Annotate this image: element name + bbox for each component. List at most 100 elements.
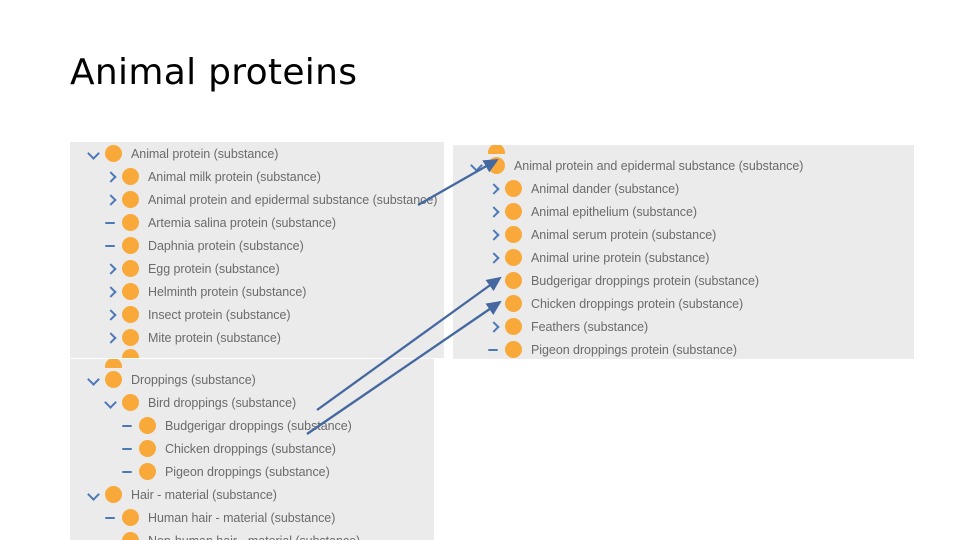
tree-row[interactable]: Helminth protein (substance) bbox=[70, 280, 444, 303]
chevron-right-icon[interactable] bbox=[103, 192, 119, 208]
dash-icon[interactable] bbox=[120, 418, 136, 434]
animal-protein-tree-panel: Animal protein (substance) Animal milk p… bbox=[70, 142, 444, 358]
tree-row[interactable]: Pigeon droppings protein (substance) bbox=[453, 338, 914, 359]
chevron-right-icon[interactable] bbox=[486, 204, 502, 220]
tree-row-label: Daphnia protein (substance) bbox=[148, 238, 304, 253]
tree-list: Droppings (substance) Bird droppings (su… bbox=[70, 359, 434, 540]
tree-row-animal-protein-epidermal[interactable]: Animal protein and epidermal substance (… bbox=[70, 188, 444, 211]
chevron-down-icon[interactable] bbox=[86, 487, 102, 503]
tree-row-label: Feathers (substance) bbox=[531, 319, 649, 334]
tree-row-label: Bird droppings (substance) bbox=[148, 395, 297, 410]
tree-row-label: Hair - material (substance) bbox=[131, 487, 277, 502]
tree-row-budgerigar-droppings-protein[interactable]: Budgerigar droppings protein (substance) bbox=[453, 269, 914, 292]
tree-row[interactable]: Egg protein (substance) bbox=[70, 257, 444, 280]
substance-bullet-icon bbox=[122, 532, 139, 540]
tree-row[interactable]: Artemia salina protein (substance) bbox=[70, 211, 444, 234]
substance-bullet-icon bbox=[505, 226, 522, 243]
dash-icon[interactable] bbox=[103, 510, 119, 526]
tree-row[interactable]: Animal protein (substance) bbox=[70, 142, 444, 165]
chevron-down-icon[interactable] bbox=[103, 395, 119, 411]
chevron-right-icon[interactable] bbox=[103, 169, 119, 185]
substance-bullet-icon bbox=[105, 486, 122, 503]
tree-row[interactable]: Daphnia protein (substance) bbox=[70, 234, 444, 257]
chevron-right-icon[interactable] bbox=[486, 319, 502, 335]
tree-row[interactable]: Droppings (substance) bbox=[70, 368, 434, 391]
chevron-down-icon[interactable] bbox=[469, 158, 485, 174]
tree-row-label: Budgerigar droppings protein (substance) bbox=[531, 273, 759, 288]
substance-bullet-icon bbox=[122, 306, 139, 323]
substance-bullet-icon bbox=[505, 180, 522, 197]
substance-bullet-icon bbox=[105, 359, 122, 368]
substance-bullet-icon bbox=[122, 329, 139, 346]
substance-bullet-icon bbox=[122, 168, 139, 185]
chevron-right-icon[interactable] bbox=[486, 250, 502, 266]
chevron-down-icon[interactable] bbox=[86, 146, 102, 162]
tree-list: Animal protein and epidermal substance (… bbox=[453, 145, 914, 359]
tree-row-label: Budgerigar droppings (substance) bbox=[165, 418, 352, 433]
dash-icon[interactable] bbox=[120, 441, 136, 457]
tree-row-label: Insect protein (substance) bbox=[148, 307, 291, 322]
substance-bullet-icon bbox=[105, 371, 122, 388]
substance-bullet-icon bbox=[122, 214, 139, 231]
tree-row-clipped bbox=[70, 349, 444, 358]
tree-row[interactable]: Animal urine protein (substance) bbox=[453, 246, 914, 269]
dash-icon[interactable] bbox=[103, 533, 119, 540]
dash-icon[interactable] bbox=[103, 215, 119, 231]
substance-bullet-icon bbox=[122, 237, 139, 254]
substance-bullet-icon bbox=[505, 249, 522, 266]
substance-bullet-icon bbox=[505, 295, 522, 312]
dash-icon[interactable] bbox=[486, 273, 502, 289]
tree-row-label: Animal epithelium (substance) bbox=[531, 204, 697, 219]
tree-row-budgerigar-droppings[interactable]: Budgerigar droppings (substance) bbox=[70, 414, 434, 437]
tree-row-label: Non-human hair - material (substance) bbox=[148, 534, 360, 540]
tree-row-animal-protein-epidermal[interactable]: Animal protein and epidermal substance (… bbox=[453, 154, 914, 177]
tree-row-label: Pigeon droppings protein (substance) bbox=[531, 342, 737, 357]
tree-row-label: Animal protein (substance) bbox=[131, 146, 279, 161]
tree-row[interactable]: Bird droppings (substance) bbox=[70, 391, 434, 414]
chevron-right-icon[interactable] bbox=[103, 330, 119, 346]
tree-row-clipped bbox=[70, 359, 434, 368]
tree-row[interactable]: Animal epithelium (substance) bbox=[453, 200, 914, 223]
substance-bullet-icon bbox=[122, 260, 139, 277]
tree-row[interactable]: Hair - material (substance) bbox=[70, 483, 434, 506]
tree-row[interactable]: Insect protein (substance) bbox=[70, 303, 444, 326]
tree-row-chicken-droppings-protein[interactable]: Chicken droppings protein (substance) bbox=[453, 292, 914, 315]
tree-row-label: Chicken droppings protein (substance) bbox=[531, 296, 744, 311]
tree-row[interactable]: Human hair - material (substance) bbox=[70, 506, 434, 529]
tree-row[interactable]: Mite protein (substance) bbox=[70, 326, 444, 349]
tree-row[interactable]: Animal milk protein (substance) bbox=[70, 165, 444, 188]
tree-row[interactable]: Feathers (substance) bbox=[453, 315, 914, 338]
tree-row-label: Animal serum protein (substance) bbox=[531, 227, 717, 242]
substance-bullet-icon bbox=[505, 318, 522, 335]
tree-row-label: Animal dander (substance) bbox=[531, 181, 680, 196]
epidermal-substance-tree-panel: Animal protein and epidermal substance (… bbox=[453, 145, 914, 359]
substance-bullet-icon bbox=[122, 394, 139, 411]
chevron-right-icon[interactable] bbox=[486, 227, 502, 243]
chevron-down-icon[interactable] bbox=[86, 372, 102, 388]
tree-row-label: Human hair - material (substance) bbox=[148, 510, 336, 525]
chevron-right-icon[interactable] bbox=[103, 261, 119, 277]
dash-icon[interactable] bbox=[486, 296, 502, 312]
dash-icon[interactable] bbox=[120, 464, 136, 480]
tree-row-label: Animal protein and epidermal substance (… bbox=[514, 158, 804, 173]
tree-row-label: Artemia salina protein (substance) bbox=[148, 215, 336, 230]
tree-row-chicken-droppings[interactable]: Chicken droppings (substance) bbox=[70, 437, 434, 460]
substance-bullet-icon bbox=[105, 145, 122, 162]
tree-row-label: Egg protein (substance) bbox=[148, 261, 280, 276]
tree-row[interactable]: Animal serum protein (substance) bbox=[453, 223, 914, 246]
tree-row[interactable]: Non-human hair - material (substance) bbox=[70, 529, 434, 540]
dash-icon[interactable] bbox=[103, 238, 119, 254]
tree-row-label: Animal protein and epidermal substance (… bbox=[148, 192, 438, 207]
tree-row-label: Animal urine protein (substance) bbox=[531, 250, 710, 265]
tree-row[interactable]: Pigeon droppings (substance) bbox=[70, 460, 434, 483]
tree-row-clipped bbox=[453, 145, 914, 154]
tree-row[interactable]: Animal dander (substance) bbox=[453, 177, 914, 200]
chevron-right-icon[interactable] bbox=[103, 284, 119, 300]
substance-bullet-icon bbox=[488, 145, 505, 154]
tree-row-label: Droppings (substance) bbox=[131, 372, 256, 387]
chevron-right-icon[interactable] bbox=[103, 307, 119, 323]
tree-list: Animal protein (substance) Animal milk p… bbox=[70, 142, 444, 358]
dash-icon[interactable] bbox=[486, 342, 502, 358]
page-title: Animal proteins bbox=[70, 52, 358, 93]
chevron-right-icon[interactable] bbox=[486, 181, 502, 197]
